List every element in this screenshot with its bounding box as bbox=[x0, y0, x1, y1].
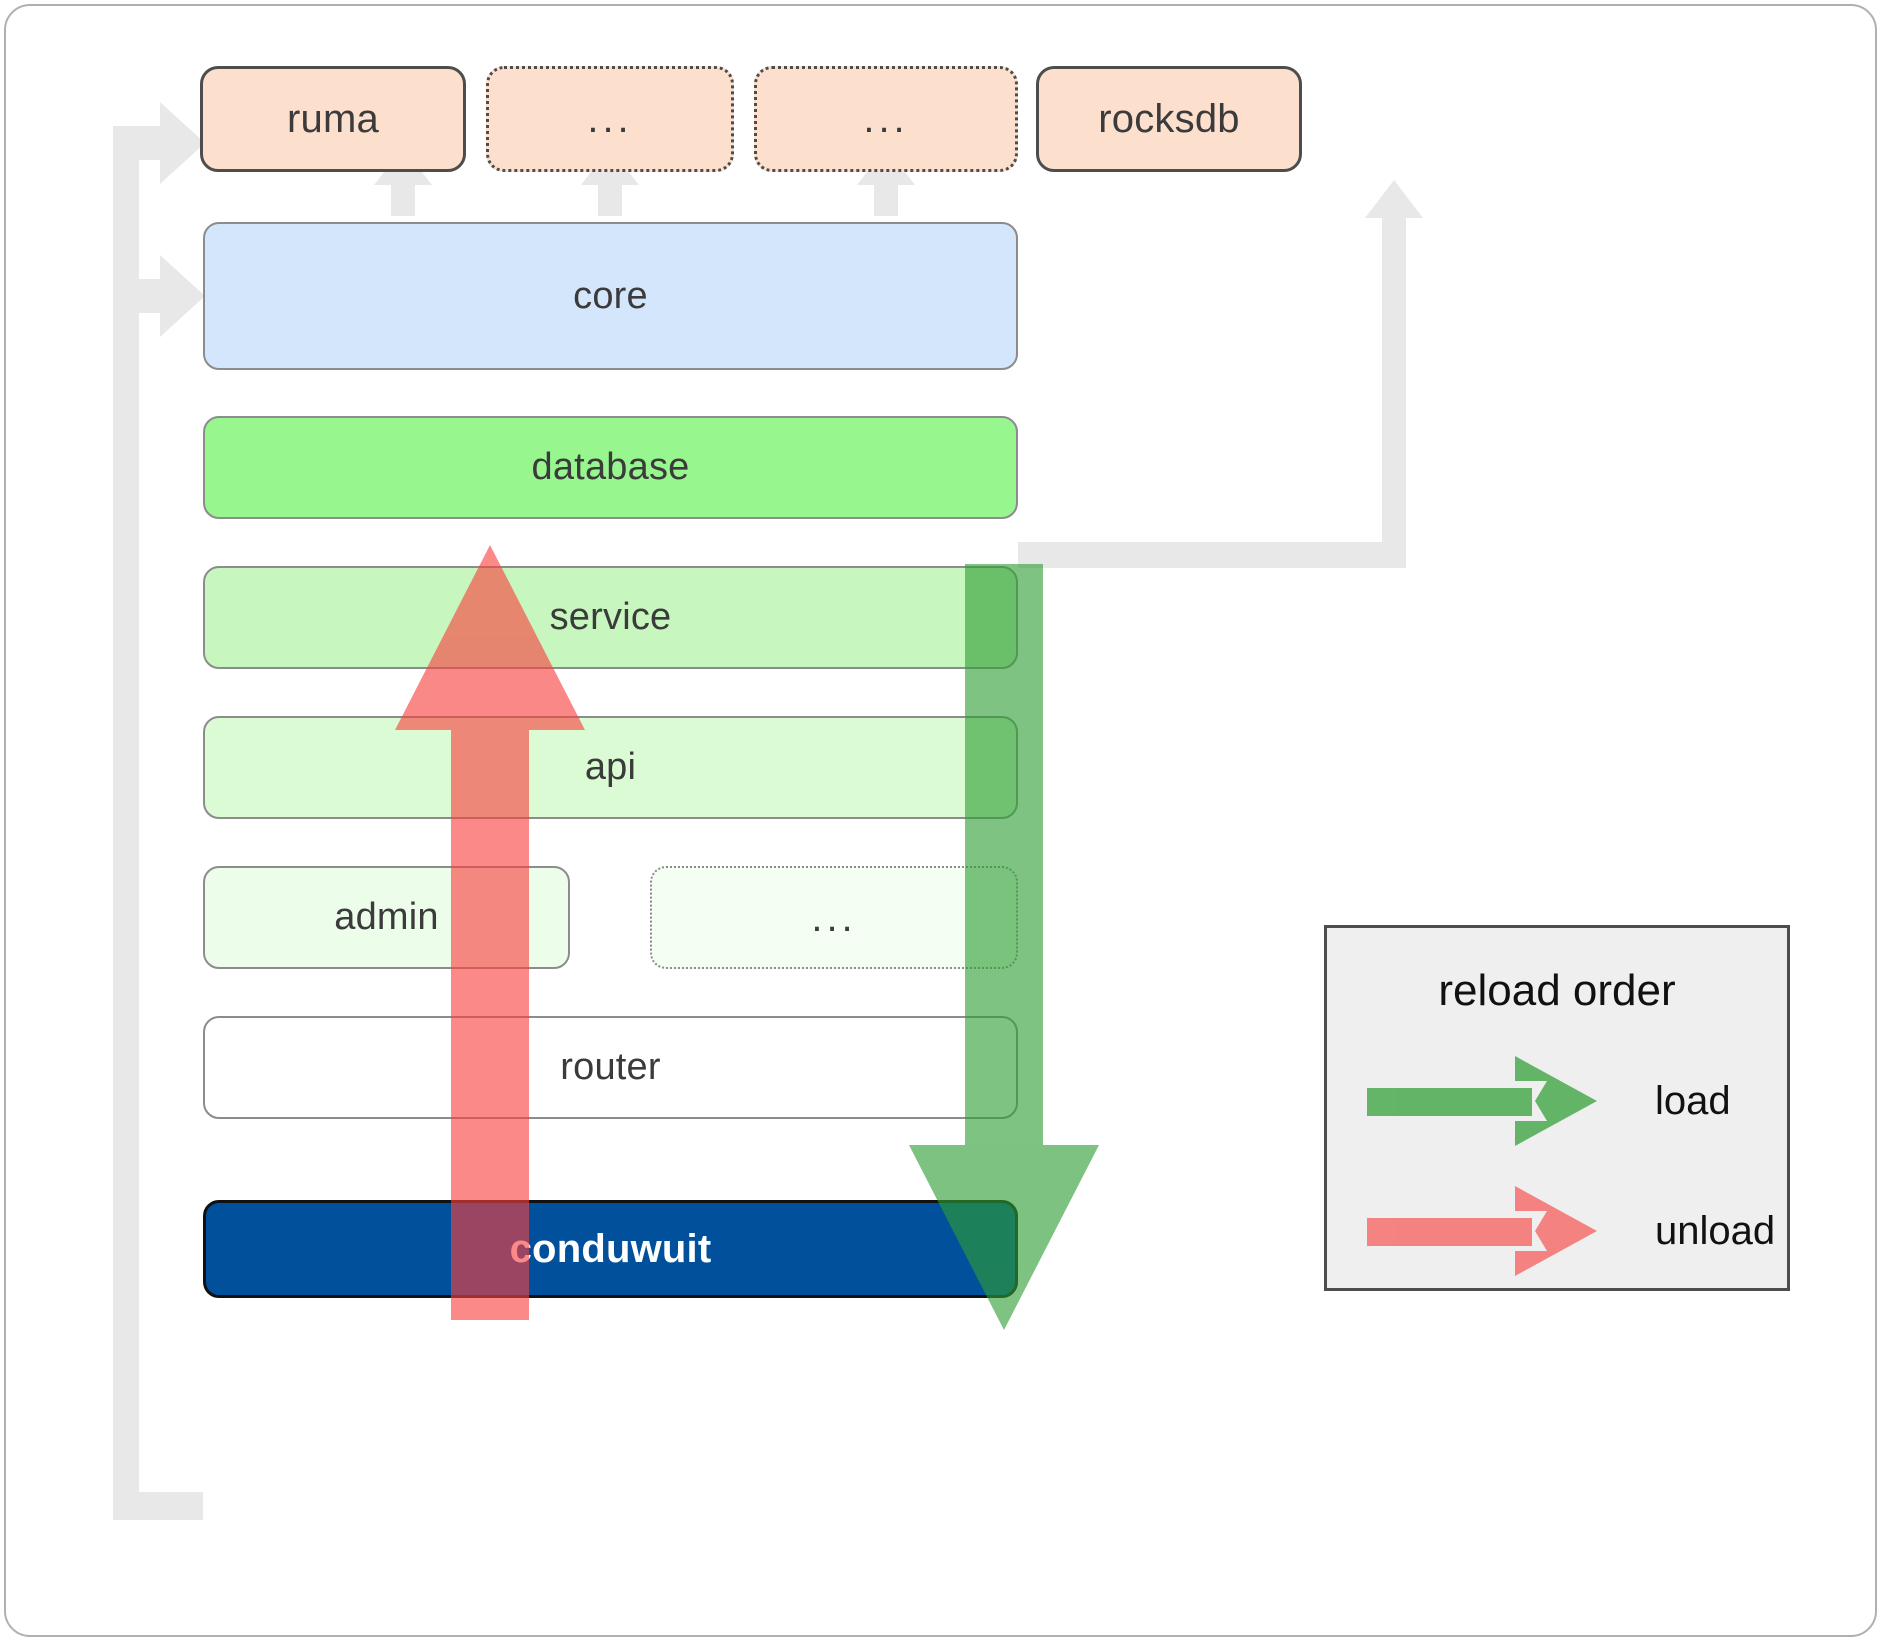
legend-title: reload order bbox=[1438, 966, 1676, 1015]
dependency-label: ... bbox=[587, 97, 633, 141]
layer-label: ... bbox=[811, 895, 857, 940]
layer-label: api bbox=[584, 746, 637, 788]
binary-label: conduwuit bbox=[509, 1226, 712, 1271]
legend-row-load: load bbox=[1327, 1056, 1787, 1146]
layer-box-database[interactable]: database bbox=[203, 416, 1018, 519]
dependency-box-more-1[interactable]: ... bbox=[486, 66, 734, 172]
layer-label: database bbox=[531, 446, 690, 488]
dependency-box-rocksdb[interactable]: rocksdb bbox=[1036, 66, 1302, 172]
layer-box-admin[interactable]: admin bbox=[203, 866, 570, 969]
layer-label: admin bbox=[334, 896, 439, 938]
dependency-label: ... bbox=[863, 97, 909, 141]
layer-box-core[interactable]: core bbox=[203, 222, 1018, 370]
legend-unload-arrow-icon bbox=[1367, 1186, 1597, 1276]
layer-box-router[interactable]: router bbox=[203, 1016, 1018, 1119]
legend-load-arrow-icon bbox=[1367, 1056, 1597, 1146]
legend-row-unload: unload bbox=[1327, 1186, 1787, 1276]
legend-label-unload: unload bbox=[1655, 1209, 1776, 1253]
layer-label: service bbox=[549, 596, 672, 638]
dependency-box-more-2[interactable]: ... bbox=[754, 66, 1018, 172]
dependency-box-ruma[interactable]: ruma bbox=[200, 66, 466, 172]
binary-box-conduwuit[interactable]: conduwuit bbox=[203, 1200, 1018, 1298]
dependency-label: ruma bbox=[287, 96, 379, 141]
layer-label: router bbox=[560, 1046, 661, 1088]
legend-panel: reload order load unload bbox=[1324, 925, 1790, 1291]
layer-box-more[interactable]: ... bbox=[650, 866, 1018, 969]
layer-box-api[interactable]: api bbox=[203, 716, 1018, 819]
layer-label: core bbox=[573, 274, 648, 317]
layer-box-service[interactable]: service bbox=[203, 566, 1018, 669]
dependency-label: rocksdb bbox=[1098, 96, 1240, 141]
legend-label-load: load bbox=[1655, 1079, 1731, 1123]
